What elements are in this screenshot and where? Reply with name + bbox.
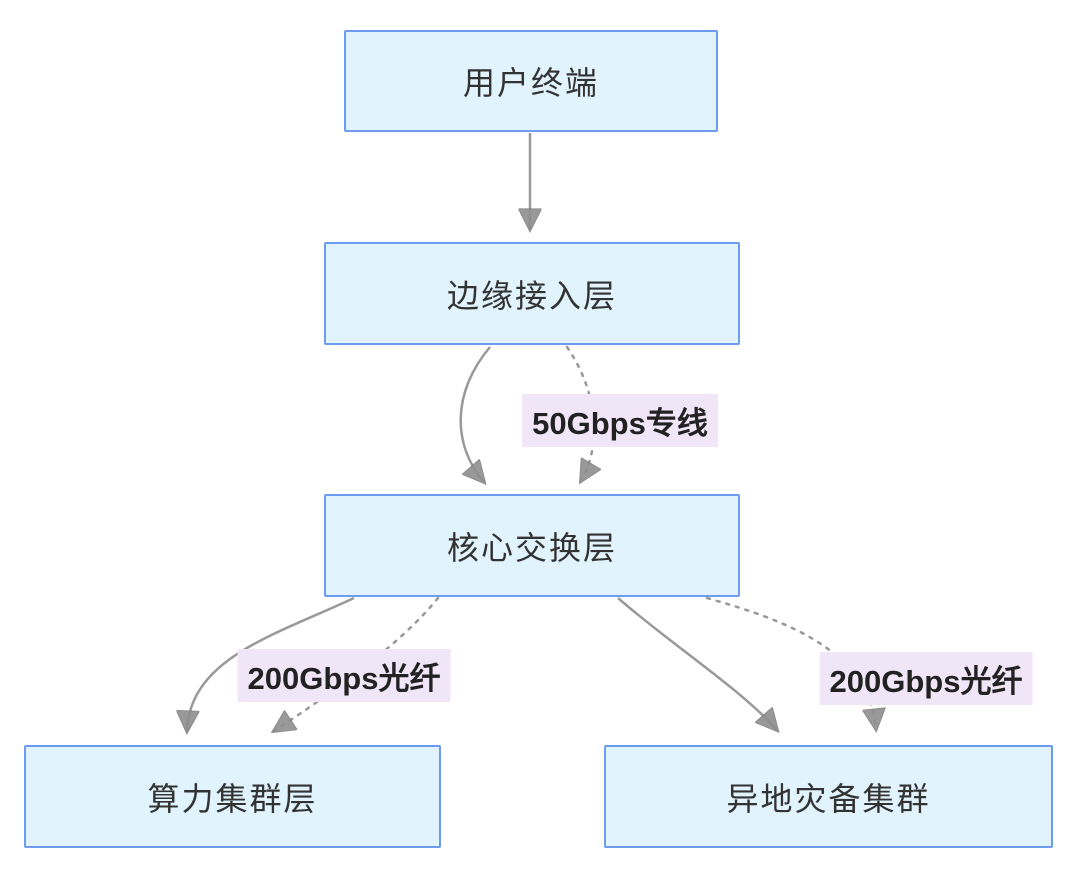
node-edge-access-layer: 边缘接入层 — [324, 242, 740, 345]
edge-access-to-core-solid — [459, 346, 491, 482]
node-remote-dr-cluster: 异地灾备集群 — [604, 745, 1053, 848]
node-user-terminal-label: 用户终端 — [462, 65, 599, 101]
edge-label-200gbps-fiber-right: 200Gbps光纤 — [819, 652, 1033, 705]
node-edge-access-layer-label: 边缘接入层 — [446, 277, 617, 314]
node-user-terminal: 用户终端 — [344, 30, 718, 132]
node-compute-cluster-layer: 算力集群层 — [24, 745, 441, 848]
edge-core-to-dr-solid — [617, 597, 777, 730]
node-compute-cluster-layer-label: 算力集群层 — [147, 780, 318, 817]
edge-label-50gbps-line: 50Gbps专线 — [522, 394, 718, 447]
node-core-switch-layer: 核心交换层 — [324, 494, 740, 597]
node-remote-dr-cluster-label: 异地灾备集群 — [726, 780, 931, 817]
edge-label-200gbps-fiber-left: 200Gbps光纤 — [237, 649, 451, 702]
node-core-switch-layer-label: 核心交换层 — [446, 529, 617, 566]
